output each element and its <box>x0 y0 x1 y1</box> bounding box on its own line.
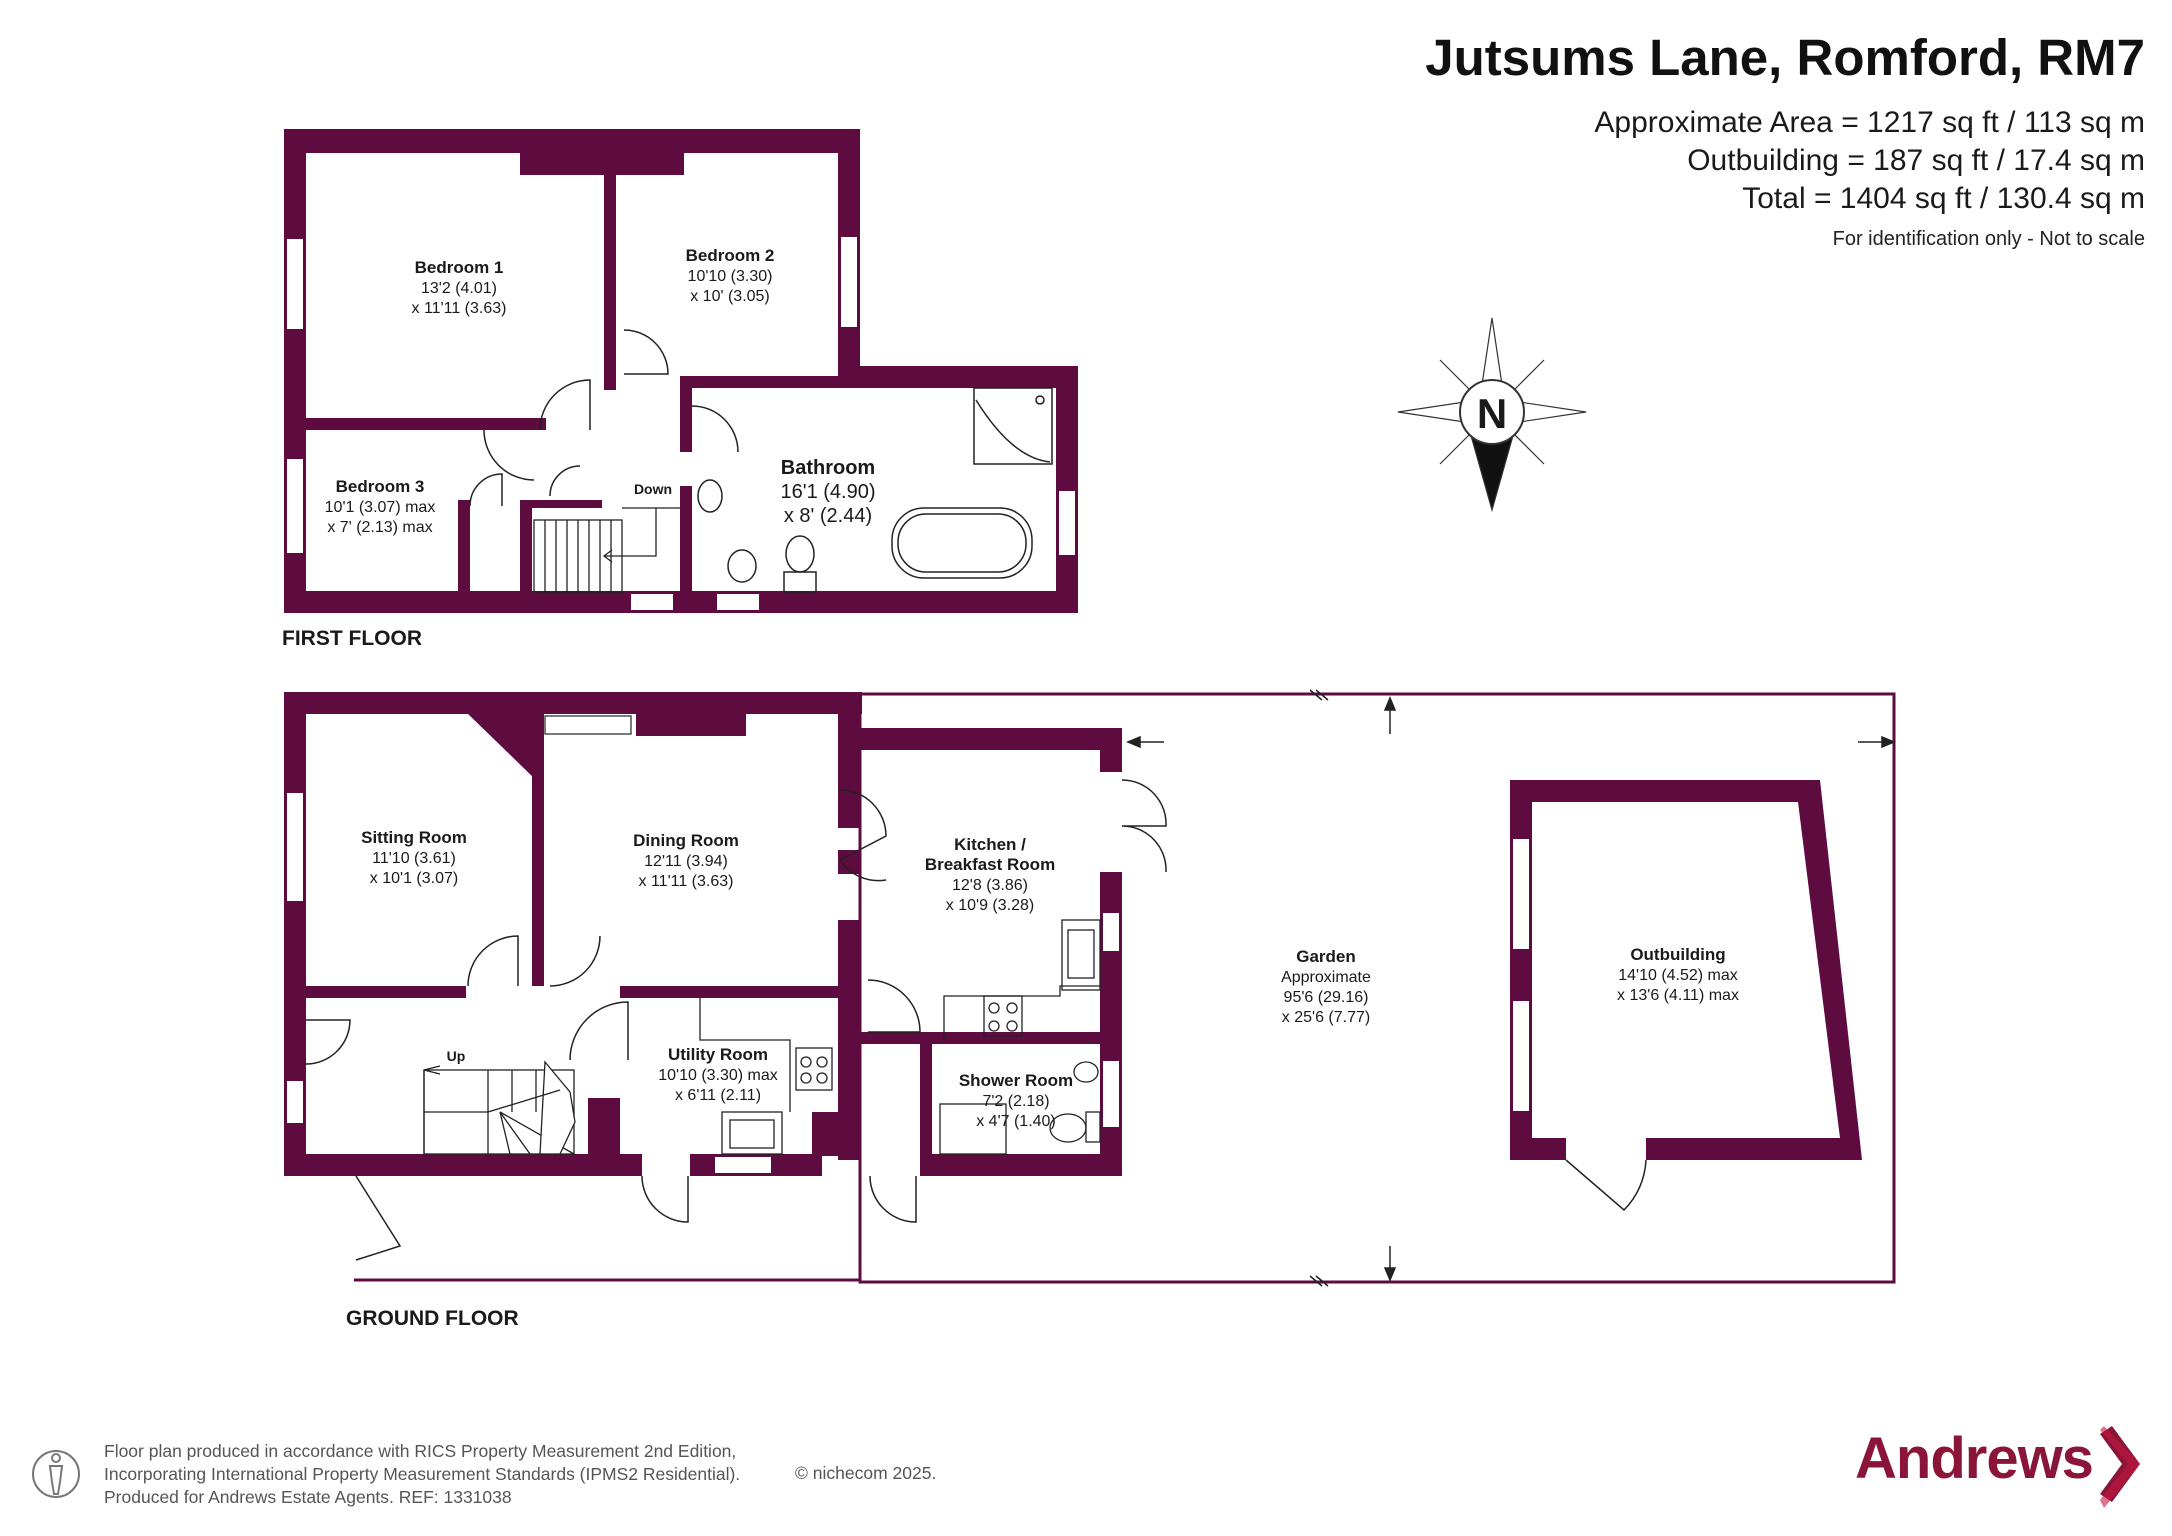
ground-floor-plan: Up <box>284 689 1896 1287</box>
copyright: © nichecom 2025. <box>795 1463 937 1483</box>
garden-dim2: x 25'6 (7.77) <box>1282 1009 1370 1026</box>
outbuilding-dim2: x 13'6 (4.11) max <box>1617 987 1739 1004</box>
shower-room-name: Shower Room <box>959 1071 1073 1090</box>
bedroom3-dim1: 10'1 (3.07) max <box>325 499 436 516</box>
outbuilding-area: Outbuilding = 187 sq ft / 17.4 sq m <box>1687 144 2145 177</box>
footer-line-2: Incorporating International Property Mea… <box>104 1464 741 1484</box>
garden-name: Garden <box>1296 947 1356 966</box>
utility-room-dim1: 10'10 (3.30) max <box>658 1067 778 1084</box>
bedroom3-dim2: x 7' (2.13) max <box>327 519 432 536</box>
bathroom-dim1: 16'1 (4.90) <box>781 481 876 503</box>
bedroom1-dim2: x 11'11 (3.63) <box>412 300 507 317</box>
garden-dim1: 95'6 (29.16) <box>1284 989 1369 1006</box>
bathroom-name: Bathroom <box>781 457 875 479</box>
garden-approx: Approximate <box>1281 969 1371 986</box>
bedroom2-name: Bedroom 2 <box>686 246 775 265</box>
brand-chevron-icon <box>2100 1426 2140 1502</box>
ground-floor-stairs-label: Up <box>447 1048 466 1064</box>
shower-room-dim1: 7'2 (2.18) <box>982 1093 1049 1110</box>
approximate-area: Approximate Area = 1217 sq ft / 113 sq m <box>1594 106 2145 139</box>
first-floor-plan: Down <box>284 129 1078 613</box>
scale-note: For identification only - Not to scale <box>1832 228 2145 250</box>
property-title: Jutsums Lane, Romford, RM7 <box>1425 29 2145 86</box>
utility-room-dim2: x 6'11 (2.11) <box>675 1087 761 1104</box>
ground-floor-label: GROUND FLOOR <box>346 1307 519 1330</box>
total-area: Total = 1404 sq ft / 130.4 sq m <box>1742 182 2145 215</box>
bathroom-dim2: x 8' (2.44) <box>784 505 872 527</box>
kitchen-name-line2: Breakfast Room <box>925 855 1055 874</box>
person-icon <box>32 1450 80 1498</box>
bedroom3-name: Bedroom 3 <box>336 477 425 496</box>
kitchen-dim2: x 10'9 (3.28) <box>946 897 1034 914</box>
first-floor-stairs-label: Down <box>634 481 672 497</box>
dining-room-name: Dining Room <box>633 831 739 850</box>
footer-text: Floor plan produced in accordance with R… <box>104 1440 740 1509</box>
footer-line-1: Floor plan produced in accordance with R… <box>104 1441 737 1461</box>
bedroom2-dim1: 10'10 (3.30) <box>688 268 773 285</box>
utility-room-name: Utility Room <box>668 1045 768 1064</box>
compass-icon <box>1397 317 1587 513</box>
sitting-room-dim1: 11'10 (3.61) <box>372 850 456 867</box>
outbuilding-dim1: 14'10 (4.52) max <box>1618 967 1738 984</box>
footer-line-3: Produced for Andrews Estate Agents. REF:… <box>104 1487 512 1507</box>
dining-room-dim2: x 11'11 (3.63) <box>639 873 734 890</box>
sitting-room-name: Sitting Room <box>361 828 467 847</box>
dining-room-dim1: 12'11 (3.94) <box>644 853 728 870</box>
brand-logo: Andrews <box>1855 1426 2094 1491</box>
compass-north-label: N <box>1477 390 1507 437</box>
kitchen-name-line1: Kitchen / <box>954 835 1026 854</box>
first-floor-label: FIRST FLOOR <box>282 627 422 650</box>
sitting-room-dim2: x 10'1 (3.07) <box>370 870 458 887</box>
bedroom1-dim1: 13'2 (4.01) <box>421 280 497 297</box>
bedroom1-name: Bedroom 1 <box>415 258 504 277</box>
shower-room-dim2: x 4'7 (1.40) <box>976 1113 1056 1130</box>
bedroom2-dim2: x 10' (3.05) <box>690 288 770 305</box>
kitchen-dim1: 12'8 (3.86) <box>952 877 1028 894</box>
outbuilding-name: Outbuilding <box>1630 945 1725 964</box>
